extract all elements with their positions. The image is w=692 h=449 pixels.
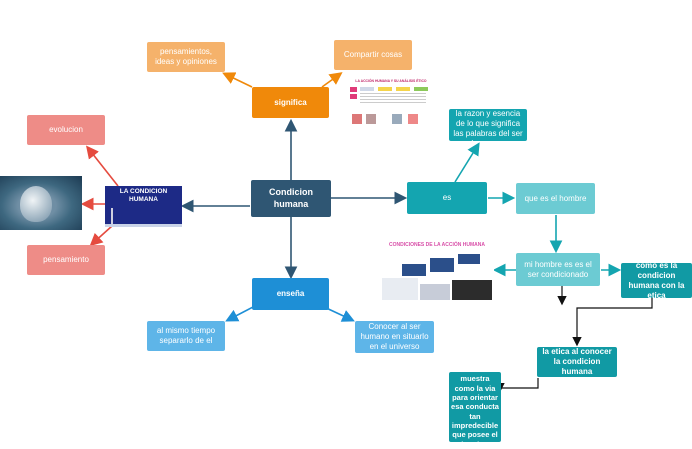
- edge-significa-compartir: [321, 72, 343, 88]
- condicion-banner-title: LA CONDICION HUMANA: [119, 188, 168, 204]
- edge-banner-evolucion: [86, 145, 119, 187]
- pensamiento-node[interactable]: pensamiento: [27, 245, 105, 275]
- condicion-humana-banner[interactable]: LA CONDICION HUMANA: [105, 186, 182, 227]
- edge-significa-pensamientos: [222, 72, 253, 88]
- condicionado-node[interactable]: mi hombre es es el ser condicionado: [516, 253, 600, 286]
- condiciones-accion-image: CONDICIONES DE LA ACCIÓN HUMANA: [380, 240, 494, 302]
- muestra-node[interactable]: hace muestra como la via para orientar e…: [449, 365, 501, 449]
- separarlo-node[interactable]: al mismo tiempo separarlo de el: [147, 321, 225, 351]
- compartir-node[interactable]: Compartir cosas: [334, 40, 412, 70]
- evolucion-node[interactable]: evolucion: [27, 115, 105, 145]
- edge-conocer-to-muestra: [495, 378, 539, 393]
- accion-humana-image: LA ACCIÓN HUMANA Y SU ANÁLISIS ÉTICO: [348, 78, 434, 126]
- edge-es-razon: [454, 142, 480, 183]
- pensamientos-node[interactable]: pensamientos, ideas y opiniones: [147, 42, 225, 72]
- etica-right-node[interactable]: como es la condicion humana con la etica: [621, 261, 692, 300]
- edge-etica-to-conocer: [572, 298, 653, 347]
- edge-ensena-separarlo: [225, 305, 256, 322]
- hombre-node[interactable]: que es el hombre: [516, 183, 595, 214]
- es-node[interactable]: es: [407, 182, 487, 214]
- accion-humana-image-title: LA ACCIÓN HUMANA Y SU ANÁLISIS ÉTICO: [355, 79, 427, 83]
- condiciones-image-title: CONDICIONES DE LA ACCIÓN HUMANA: [388, 242, 486, 248]
- razon-node[interactable]: la razon y esencia de lo que significa l…: [449, 109, 527, 141]
- central-node[interactable]: Condicion humana: [251, 180, 331, 217]
- etica-conocer-node[interactable]: la etica al conocer la condicion humana: [537, 347, 617, 377]
- ensena-node[interactable]: enseña: [252, 278, 329, 310]
- significa-node[interactable]: significa: [252, 87, 329, 118]
- human-head-image: [0, 176, 82, 230]
- edge-banner-pensamiento: [89, 225, 113, 247]
- conocer-node[interactable]: Conocer al ser humano en situarlo en el …: [355, 321, 434, 353]
